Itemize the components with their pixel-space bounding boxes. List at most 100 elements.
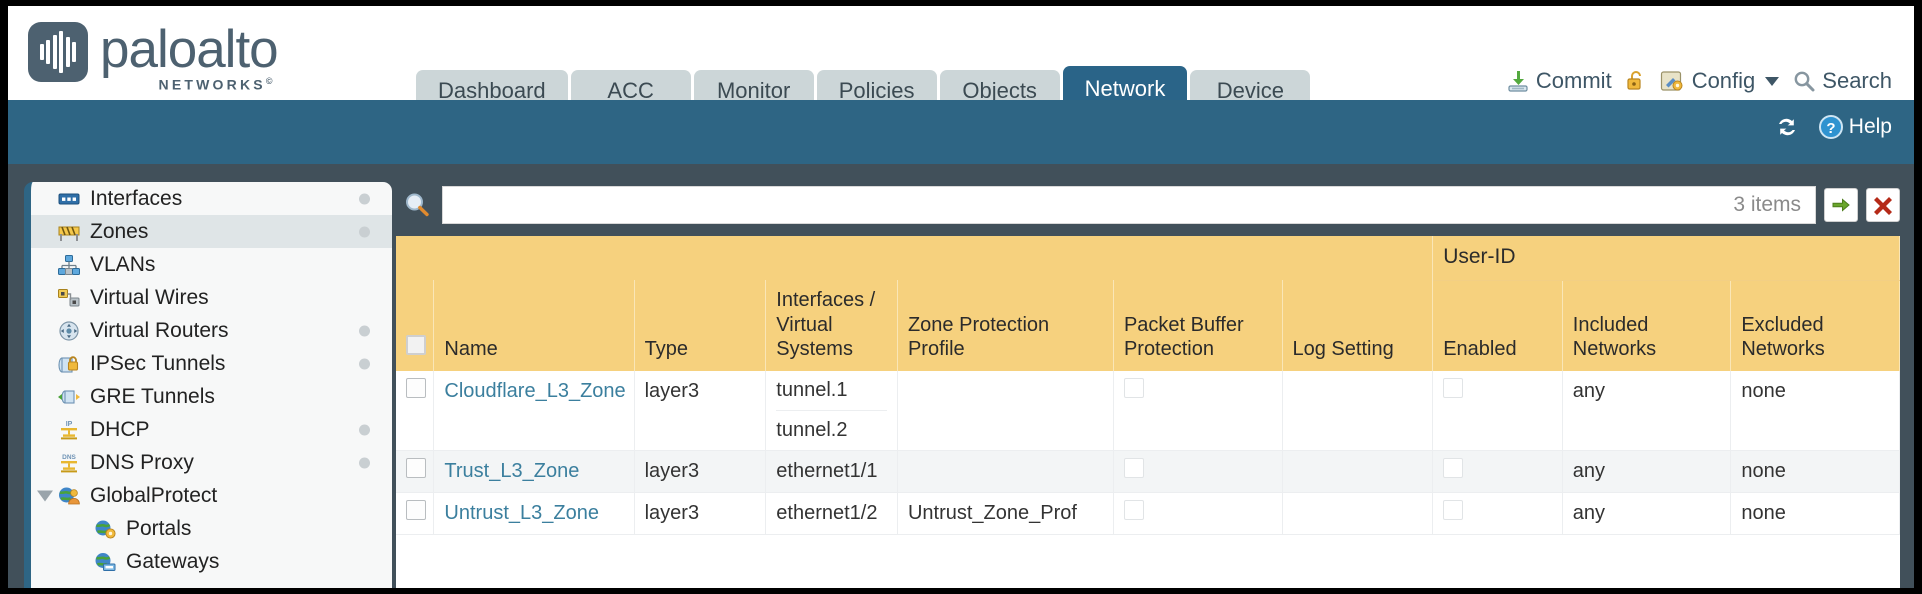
cell-name: Cloudflare_L3_Zone: [433, 371, 635, 452]
main-nav-tabs: Dashboard ACC Monitor Policies Objects N…: [416, 66, 1311, 100]
zone-name-link[interactable]: Trust_L3_Zone: [444, 460, 580, 483]
cell-userid-enabled: [1432, 371, 1563, 452]
sidebar-item-label: GlobalProtect: [90, 483, 218, 507]
help-label: Help: [1848, 115, 1892, 138]
zone-name-link[interactable]: Untrust_L3_Zone: [444, 502, 599, 525]
sidebar-status-dot: [359, 457, 370, 468]
sidebar-item-dns-proxy[interactable]: DNS DNS Proxy: [31, 446, 392, 479]
packet-buffer-protection-checkbox[interactable]: [1123, 500, 1144, 521]
row-select-cell: [396, 450, 435, 494]
userid-enabled-checkbox[interactable]: [1443, 378, 1464, 399]
clear-filter-button[interactable]: [1866, 188, 1900, 222]
column-header-type[interactable]: Type: [634, 280, 767, 372]
sidebar-item-zones[interactable]: Zones: [31, 215, 392, 248]
sidebar-item-globalprotect[interactable]: GlobalProtect: [31, 479, 392, 512]
tab-monitor[interactable]: Monitor: [693, 70, 814, 100]
sidebar-item-gre-tunnels[interactable]: GRE Tunnels: [31, 380, 392, 413]
search-button[interactable]: Search: [1792, 68, 1892, 94]
sidebar-item-label: Zones: [90, 219, 149, 243]
cell-packet-buffer-protection: [1113, 371, 1283, 452]
svg-text:IP: IP: [66, 421, 73, 428]
cell-packet-buffer-protection: [1113, 492, 1283, 536]
column-header-interfaces[interactable]: Interfaces / Virtual Systems: [765, 280, 898, 372]
sidebar-item-label: VLANs: [90, 252, 156, 276]
cell-interfaces: tunnel.1 tunnel.2: [765, 371, 898, 452]
cell-excluded-networks: none: [1730, 371, 1900, 452]
tab-network[interactable]: Network: [1062, 66, 1188, 100]
zone-name-link[interactable]: Cloudflare_L3_Zone: [444, 380, 626, 403]
sidebar-item-gateways[interactable]: Gateways: [31, 545, 392, 578]
tab-acc[interactable]: ACC: [570, 70, 691, 100]
network-sidebar: Interfaces Zones: [24, 182, 392, 588]
column-header-enabled[interactable]: Enabled: [1432, 280, 1563, 372]
config-button[interactable]: Config: [1660, 68, 1780, 94]
packet-buffer-protection-checkbox[interactable]: [1123, 458, 1144, 479]
svg-text:DNS: DNS: [62, 454, 76, 461]
sidebar-item-portals[interactable]: Portals: [31, 512, 392, 545]
cell-log-setting: [1282, 492, 1434, 536]
search-input[interactable]: [455, 193, 1734, 217]
help-button[interactable]: ? Help: [1818, 114, 1892, 140]
page-body: Interfaces Zones: [8, 164, 1914, 588]
logo-wordmark: paloalto: [100, 20, 279, 79]
table-row[interactable]: Trust_L3_Zone layer3 ethernet1/1: [396, 450, 1900, 494]
tab-objects[interactable]: Objects: [939, 70, 1060, 100]
table-row[interactable]: Cloudflare_L3_Zone layer3 tunnel.1 tunne…: [396, 371, 1900, 452]
apply-filter-button[interactable]: [1824, 188, 1858, 222]
item-count-label: 3 items: [1733, 193, 1801, 216]
cell-type: layer3: [634, 371, 767, 452]
close-x-icon: [1874, 197, 1892, 215]
cell-type: layer3: [634, 492, 767, 536]
row-checkbox[interactable]: [406, 378, 426, 399]
zones-table: User-ID Name Type Interfaces / Virtual S…: [396, 236, 1900, 536]
sidebar-item-virtual-wires[interactable]: Virtual Wires: [31, 281, 392, 314]
table-row[interactable]: Untrust_L3_Zone layer3 ethernet1/2 Untru…: [396, 492, 1900, 536]
help-icon: ?: [1818, 115, 1843, 139]
cell-type: layer3: [634, 450, 767, 494]
tab-device[interactable]: Device: [1190, 70, 1311, 100]
search-icon: [1794, 71, 1815, 92]
select-all-checkbox[interactable]: [406, 334, 426, 355]
column-header-zone-protection-profile[interactable]: Zone Protection Profile: [897, 280, 1114, 372]
userid-enabled-checkbox[interactable]: [1443, 500, 1464, 521]
row-checkbox[interactable]: [406, 500, 426, 521]
sidebar-item-dhcp[interactable]: IP DHCP: [31, 413, 392, 446]
column-header-packet-buffer-protection[interactable]: Packet Buffer Protection: [1113, 280, 1283, 372]
tab-policies[interactable]: Policies: [816, 70, 937, 100]
config-icon: [1660, 71, 1683, 91]
cell-interfaces: ethernet1/1: [765, 450, 898, 494]
sidebar-item-vlans[interactable]: VLANs: [31, 248, 392, 281]
sidebar-item-label: GRE Tunnels: [90, 384, 215, 408]
sidebar-item-virtual-routers[interactable]: Virtual Routers: [31, 314, 392, 347]
sidebar-item-label: DNS Proxy: [90, 450, 194, 474]
table-group-header-row: User-ID: [396, 236, 1900, 281]
sidebar-item-ipsec-tunnels[interactable]: IPSec Tunnels: [31, 347, 392, 380]
header-actions: Commit Config: [1506, 68, 1892, 94]
unlock-button[interactable]: [1625, 69, 1647, 93]
chevron-down-icon[interactable]: [1765, 76, 1780, 86]
search-label: Search: [1822, 68, 1892, 93]
column-header-log-setting[interactable]: Log Setting: [1282, 280, 1434, 372]
zones-table-wrap: User-ID Name Type Interfaces / Virtual S…: [396, 236, 1900, 588]
sidebar-item-interfaces[interactable]: Interfaces: [31, 182, 392, 215]
select-all-header: [396, 280, 435, 372]
table-header-row: Name Type Interfaces / Virtual Systems Z…: [396, 280, 1900, 372]
packet-buffer-protection-checkbox[interactable]: [1123, 378, 1144, 399]
commit-button[interactable]: Commit: [1506, 68, 1612, 94]
row-checkbox[interactable]: [406, 458, 426, 479]
virtual-wires-icon: [57, 287, 81, 309]
group-header-userid: User-ID: [1432, 236, 1900, 281]
filter-search-icon[interactable]: [400, 188, 434, 222]
refresh-icon[interactable]: [1774, 114, 1800, 140]
column-header-name[interactable]: Name: [433, 280, 635, 372]
cell-excluded-networks: none: [1730, 450, 1900, 494]
column-header-excluded-networks[interactable]: Excluded Networks: [1730, 280, 1900, 372]
config-label: Config: [1691, 68, 1756, 93]
userid-enabled-checkbox[interactable]: [1443, 458, 1464, 479]
sidebar-status-dot: [359, 193, 370, 204]
portals-icon: [93, 518, 117, 540]
chevron-down-icon[interactable]: [37, 490, 53, 501]
tab-dashboard[interactable]: Dashboard: [416, 70, 568, 100]
filter-input-wrap[interactable]: 3 items: [442, 186, 1816, 224]
column-header-included-networks[interactable]: Included Networks: [1562, 280, 1732, 372]
